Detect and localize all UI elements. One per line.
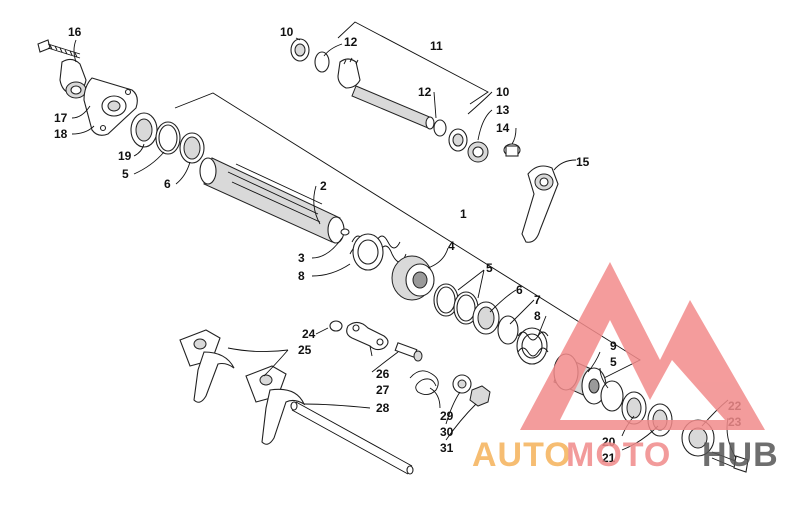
shift-arm-part-15 <box>521 165 559 243</box>
callout-8-left: 8 <box>298 269 305 283</box>
pin-part-27 <box>394 342 423 362</box>
spring-part-8-right <box>516 327 549 365</box>
callout-12-bottom: 12 <box>418 85 432 99</box>
callout-26: 26 <box>376 367 390 381</box>
callout-19: 19 <box>118 149 132 163</box>
shift-fork-part-25-left <box>179 329 235 403</box>
bushing-part-13 <box>467 141 489 163</box>
circlip-part-12-bottom <box>433 119 447 137</box>
stopper-arm-part-26 <box>346 321 389 351</box>
callout-9: 9 <box>610 339 617 353</box>
spring-part-29 <box>409 370 439 395</box>
bolt-part-23 <box>711 451 749 473</box>
shift-fork-part-25-right <box>245 365 306 445</box>
callout-21: 21 <box>602 451 616 465</box>
callout-28: 28 <box>376 401 390 415</box>
callout-2: 2 <box>320 179 327 193</box>
callout-6-left: 6 <box>164 177 171 191</box>
callout-18: 18 <box>54 127 68 141</box>
shift-shaft-part-11 <box>337 57 435 130</box>
callout-17: 17 <box>54 111 68 125</box>
callout-6-middle: 6 <box>516 283 523 297</box>
callout-11: 11 <box>430 39 443 53</box>
circlip-part-5-right <box>600 380 624 412</box>
callout-15: 15 <box>576 155 590 169</box>
watermark-text-auto: AUTO <box>472 436 572 474</box>
housing-part-18 <box>83 77 138 136</box>
callout-1: 1 <box>460 207 467 221</box>
seal-part-19 <box>130 112 158 148</box>
callout-27: 27 <box>376 383 390 397</box>
callout-12-top: 12 <box>344 35 358 49</box>
group-bracket-1 <box>174 92 641 381</box>
callout-5-right: 5 <box>610 355 617 369</box>
spring-part-8-left <box>349 233 407 271</box>
circlip-part-12-top <box>314 51 330 73</box>
bolt-part-14 <box>503 143 521 157</box>
washer-part-30 <box>452 374 472 394</box>
watermark-logo: AUTO MOTO HUB <box>472 262 779 474</box>
callout-5-left: 5 <box>122 167 129 181</box>
washer-part-24 <box>329 320 343 332</box>
washer-part-6-left <box>179 132 205 164</box>
callout-3: 3 <box>298 251 305 265</box>
watermark-text-moto: MOTO <box>566 436 671 474</box>
callout-31: 31 <box>440 441 454 455</box>
callout-25: 25 <box>298 343 312 357</box>
callout-20: 20 <box>602 435 616 449</box>
callout-10-top: 10 <box>280 25 294 39</box>
fork-rod-part-28 <box>290 401 414 475</box>
shift-drum-part-2 <box>199 157 350 244</box>
group-bracket-11 <box>337 21 489 105</box>
collar-part-4 <box>391 255 435 301</box>
watermark-text-hub: HUB <box>702 436 779 474</box>
watermark-triangle-mark <box>520 262 765 430</box>
circlip-part-7 <box>497 315 519 345</box>
callout-10-bottom: 10 <box>496 85 510 99</box>
callout-8-right: 8 <box>534 309 541 323</box>
callout-14: 14 <box>496 121 510 135</box>
circlip-part-5-left <box>155 121 181 155</box>
callout-29: 29 <box>440 409 454 423</box>
circlip-part-5-middle <box>433 283 479 325</box>
callout-13: 13 <box>496 103 510 117</box>
callout-7: 7 <box>534 293 541 307</box>
callout-24: 24 <box>302 327 316 341</box>
callout-30: 30 <box>440 425 454 439</box>
callout-5-middle: 5 <box>486 261 493 275</box>
nut-part-31 <box>469 385 491 407</box>
washer-part-10-bottom <box>448 128 468 152</box>
washer-part-10-top <box>290 38 310 62</box>
shift-lever-part-17 <box>59 58 87 99</box>
callout-16: 16 <box>68 25 82 39</box>
callout-4: 4 <box>448 239 455 253</box>
